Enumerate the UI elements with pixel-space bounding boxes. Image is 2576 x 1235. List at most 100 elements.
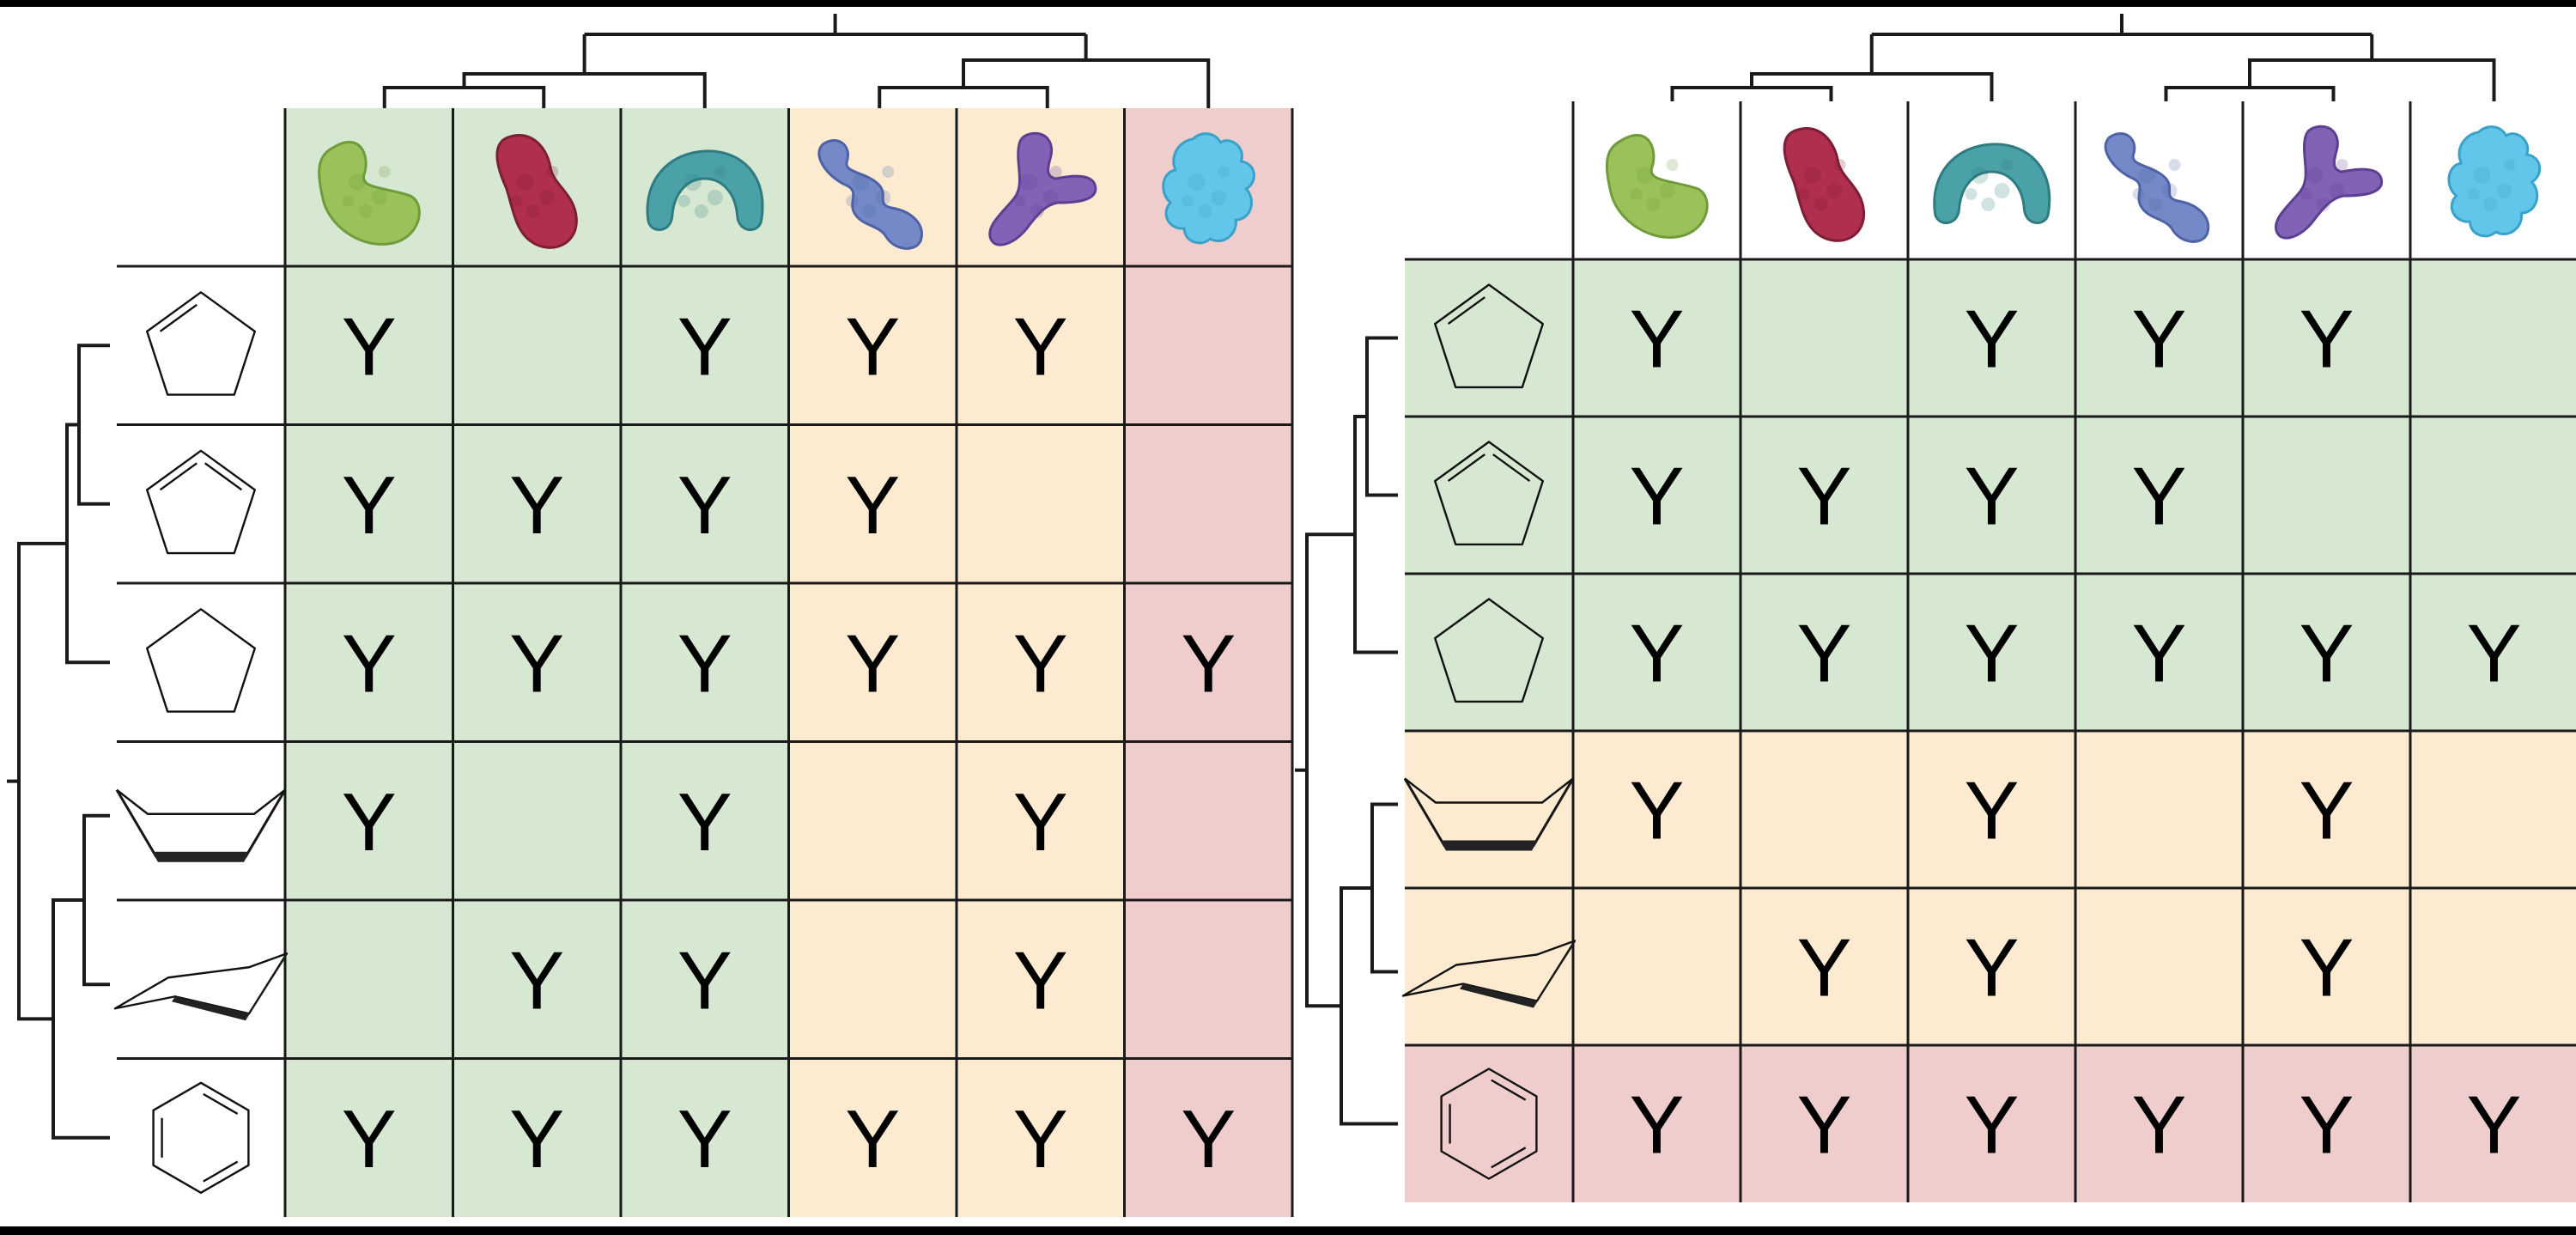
matrix-cell [957, 1058, 1125, 1217]
ligand-cell [1405, 1045, 1573, 1202]
protein-texture [2336, 159, 2348, 171]
matrix-cell [2410, 574, 2576, 731]
matrix-cell [1124, 900, 1292, 1059]
cell-mark-y: Y [2466, 608, 2521, 700]
green-protein-icon [1605, 134, 1709, 239]
protein-texture [1666, 159, 1679, 171]
matrix-cell [1124, 424, 1292, 583]
protein-texture [510, 195, 523, 207]
matrix-cell [453, 424, 621, 583]
matrix-cell [1124, 266, 1292, 425]
cell-mark-y: Y [845, 1093, 900, 1185]
cell-mark-y: Y [1796, 451, 1851, 543]
double-bond [203, 1092, 239, 1115]
protein-texture [1797, 188, 1810, 200]
cell-mark-y: Y [2299, 765, 2354, 857]
matrix-cell [2075, 731, 2243, 888]
matrix-cell [453, 741, 621, 900]
chair-bold-bond [1460, 983, 1537, 1008]
protein-body [318, 141, 421, 246]
protein-texture [2496, 183, 2512, 198]
cell-mark-y: Y [1013, 934, 1068, 1026]
protein-texture [2503, 159, 2516, 171]
protein-texture [1049, 166, 1062, 178]
matrix-cell [1908, 259, 2075, 417]
protein-texture [1833, 159, 1846, 171]
cell-mark-y: Y [509, 618, 564, 709]
cell-mark-y: Y [2299, 1080, 2354, 1171]
cell-mark-y: Y [1629, 451, 1684, 543]
matrix-cell [1124, 583, 1292, 742]
protein-texture [1218, 166, 1230, 178]
matrix-cell [1741, 574, 1908, 731]
protein-texture [714, 166, 726, 178]
protein-texture [2316, 198, 2330, 211]
matrix-cell [1573, 1045, 1741, 1202]
cell-mark-y: Y [677, 1093, 732, 1185]
protein-texture [348, 173, 366, 191]
protein-texture [1814, 198, 1828, 211]
matrix-cell [2243, 888, 2410, 1045]
matrix-cell [2410, 417, 2576, 574]
cell-mark-y: Y [1629, 608, 1684, 700]
protein-texture [846, 195, 859, 207]
matrix-cell [2243, 1045, 2410, 1202]
cell-mark-y: Y [1964, 1080, 2019, 1171]
protein-texture [371, 190, 387, 205]
matrix-cell [957, 900, 1125, 1059]
double-bond [203, 1160, 239, 1183]
protein-texture [875, 190, 891, 205]
tree-branch [382, 86, 546, 108]
protein-texture [1042, 190, 1059, 205]
matrix-cell [285, 900, 453, 1059]
cyclohexane-boat-structure [115, 788, 287, 862]
matrix-cell [621, 741, 789, 900]
ligand-cell [1405, 417, 1573, 574]
protein-texture [2473, 167, 2491, 184]
boat-bold-bond [117, 789, 158, 862]
boat-back-edge [116, 788, 286, 815]
protein-texture [539, 190, 556, 205]
matrix-cell [2075, 1045, 2243, 1202]
cell-mark-y: Y [1013, 301, 1068, 392]
teal-protein-icon [1933, 143, 2051, 224]
cell-mark-y: Y [1796, 922, 1851, 1014]
cell-mark-y: Y [1964, 451, 2019, 543]
matrix-cell [1573, 888, 1741, 1045]
benzene-structure [152, 1081, 250, 1195]
matrix-cell [788, 266, 957, 425]
matrix-cell [2075, 259, 2243, 417]
cell-mark-y: Y [509, 459, 564, 551]
cell-mark-y: Y [1013, 776, 1068, 868]
cell-mark-y: Y [1964, 765, 2019, 857]
matrix-cell [621, 266, 789, 425]
matrix-cell [2243, 574, 2410, 731]
matrix-cell [2075, 888, 2243, 1045]
protein-body [817, 139, 923, 250]
protein-body [2274, 125, 2383, 240]
cell-mark-y: Y [1181, 1093, 1236, 1185]
cell-mark-y: Y [1629, 1080, 1684, 1171]
tree-branch [462, 72, 707, 108]
tree-branch [2164, 86, 2336, 101]
matrix-cell [621, 1058, 789, 1217]
cell-mark-y: Y [2466, 1080, 2521, 1171]
protein-texture [694, 204, 708, 218]
protein-texture [342, 195, 355, 207]
cyclohexane-chair-structure [1401, 940, 1577, 1008]
protein-body [1162, 132, 1255, 245]
header-cell [621, 108, 789, 266]
protein-texture [2300, 188, 2312, 200]
cell-mark-y: Y [342, 301, 397, 392]
teal-protein-icon [646, 149, 764, 231]
protein-texture [862, 204, 877, 218]
double-bond [1491, 1079, 1527, 1101]
cell-mark-y: Y [1964, 608, 2019, 700]
cell-mark-y: Y [2299, 608, 2354, 700]
ring-outline [152, 1081, 250, 1195]
cell-mark-y: Y [1629, 765, 1684, 857]
double-bond [1491, 1147, 1527, 1169]
cell-mark-y: Y [342, 776, 397, 868]
matrix-cell [1908, 417, 2075, 574]
